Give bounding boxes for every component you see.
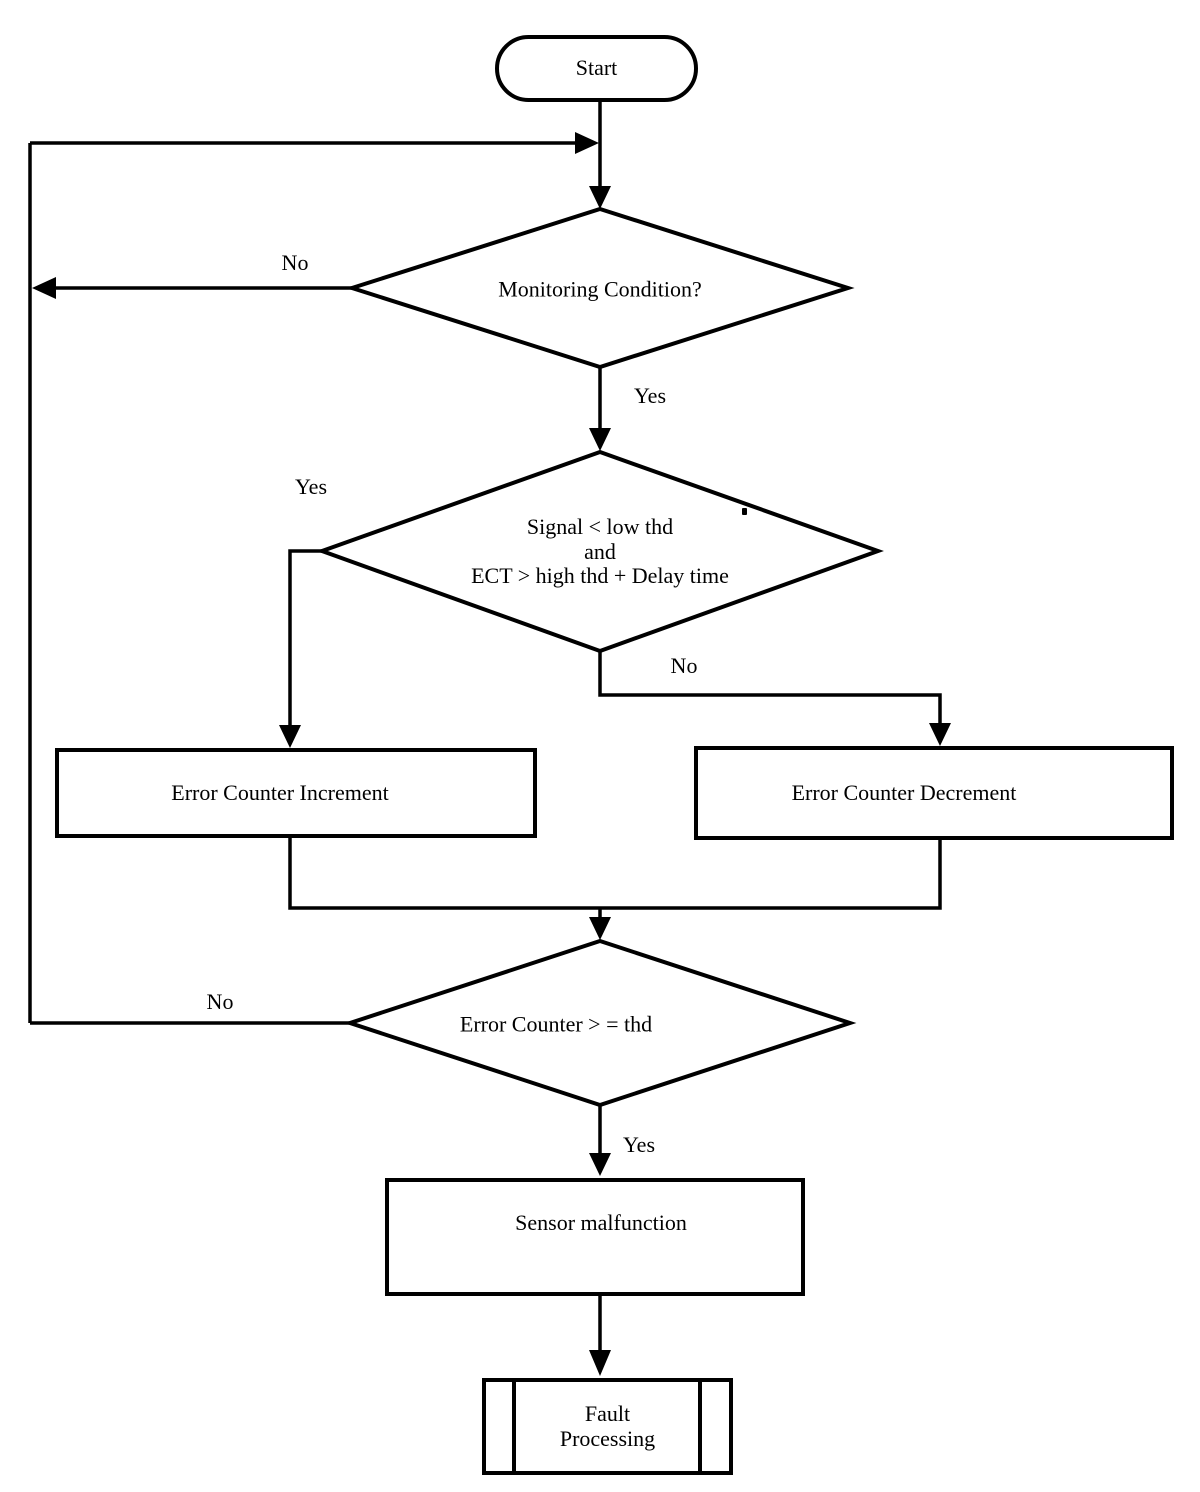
node-sensor-malfunction-process: Sensor malfunction [385, 1178, 805, 1296]
signal-yes-label: Yes [294, 474, 328, 499]
arrowhead-monitoring-yes [589, 428, 611, 451]
counter-diamond-shape [343, 938, 857, 1108]
decrement-label: Error Counter Decrement [791, 779, 1017, 805]
node-start: Start [495, 35, 698, 102]
arrowhead-signal-no [929, 723, 951, 746]
arrowhead-loop-entry [575, 132, 599, 154]
arrowhead-counter-yes [589, 1153, 611, 1176]
arrowhead-monitoring-no [32, 277, 56, 299]
fault-right-bar [698, 1382, 702, 1471]
sensor-malfunction-label: Sensor malfunction [515, 1209, 687, 1235]
monitoring-yes-label: Yes [633, 383, 667, 408]
arrowhead-into-counter [589, 917, 611, 940]
counter-label: Error Counter > = thd [459, 1011, 653, 1037]
monitoring-label: Monitoring Condition? [498, 276, 702, 302]
monitoring-diamond-shape [345, 206, 855, 370]
signal-no-label: No [670, 653, 698, 678]
edge-signal-yes [288, 549, 324, 727]
edge-merge [288, 838, 942, 910]
monitoring-no-label: No [281, 250, 309, 275]
stray-mark [742, 508, 747, 515]
counter-no-label: No [206, 989, 234, 1014]
arrowhead-into-fault [589, 1350, 611, 1376]
arrowhead-into-monitoring [589, 186, 611, 209]
node-fault-processing: Fault Processing [482, 1378, 733, 1475]
node-increment-process: Error Counter Increment [55, 748, 537, 838]
edge-signal-no [598, 651, 942, 725]
counter-yes-label: Yes [622, 1132, 656, 1157]
start-label: Start [575, 55, 618, 81]
fault-processing-label: Fault Processing [559, 1400, 656, 1451]
increment-label: Error Counter Increment [171, 779, 389, 805]
node-decrement-process: Error Counter Decrement [694, 746, 1174, 840]
signal-diamond-shape [316, 449, 884, 654]
arrowhead-signal-yes [279, 725, 301, 748]
fault-left-bar [512, 1382, 516, 1471]
signal-label: Signal < low thd and ECT > high thd + De… [471, 514, 729, 589]
